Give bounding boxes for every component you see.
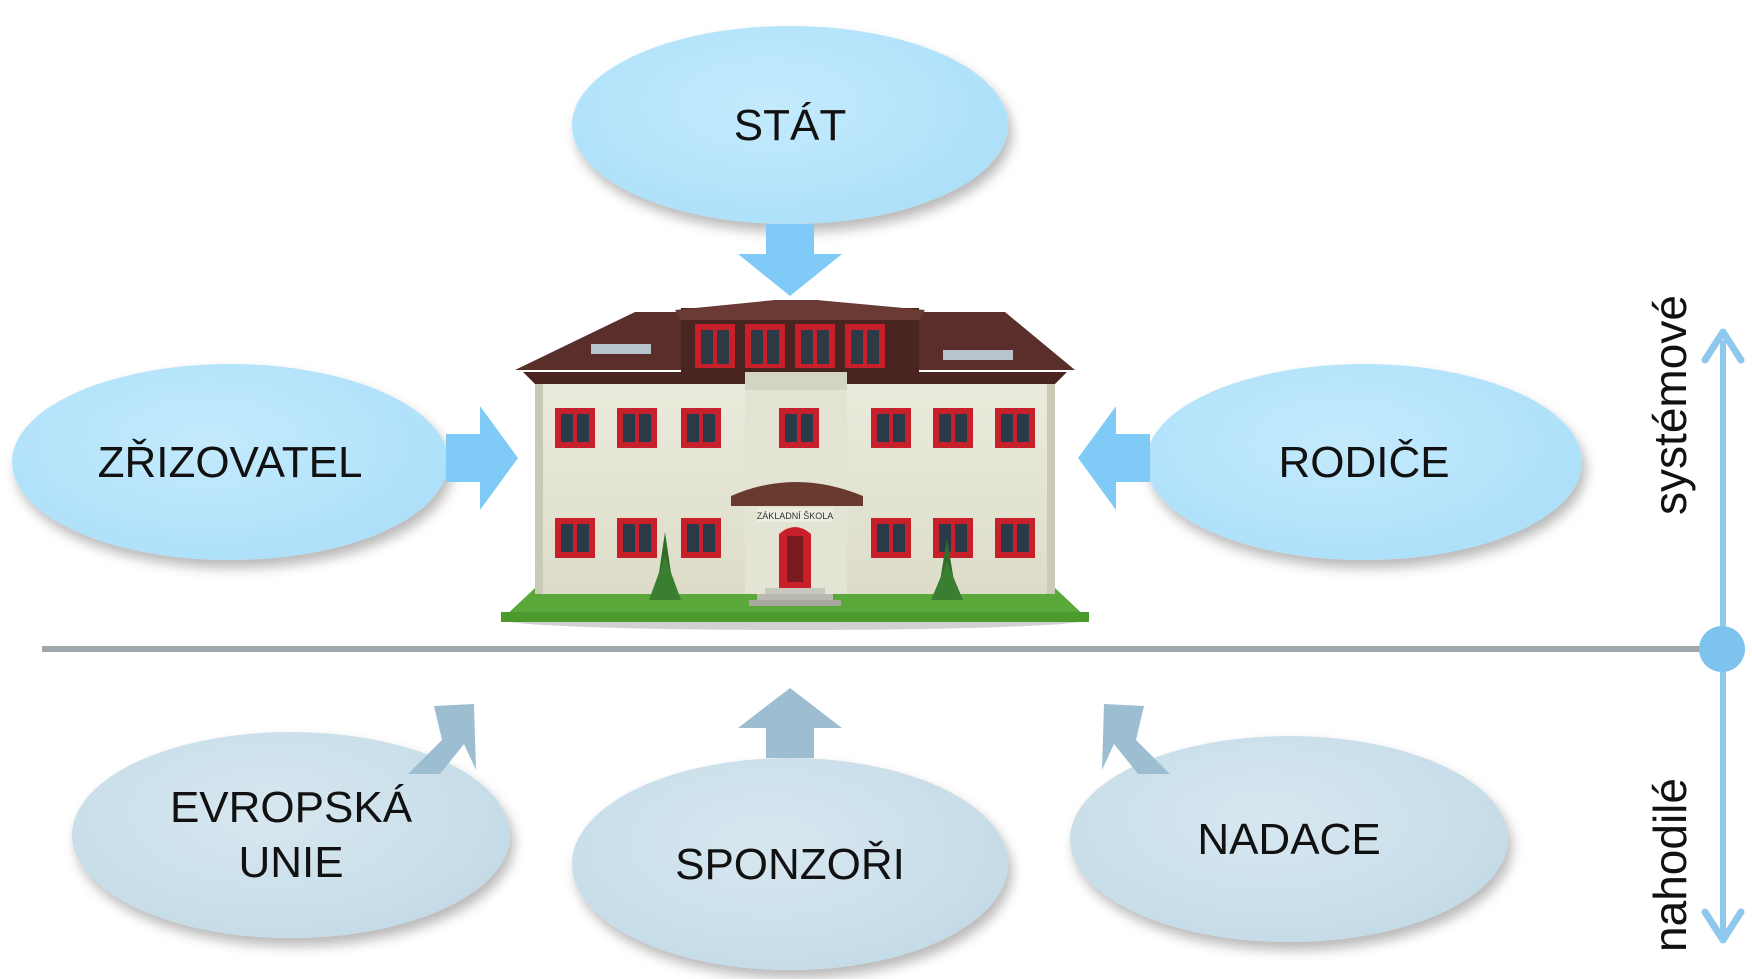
node-nadace-label: NADACE <box>1197 814 1381 864</box>
arrow-sponzori-up-icon <box>738 688 842 758</box>
axis-label-systemove: systémové <box>1644 295 1696 515</box>
arrow-eu-diagonal-icon <box>408 704 476 774</box>
node-evropska-unie-line2: UNIE <box>238 838 344 887</box>
node-sponzori-label: SPONZOŘI <box>675 839 905 889</box>
node-evropska-unie-label: EVROPSKÁ UNIE <box>170 780 412 890</box>
node-zrizovatel-label: ZŘIZOVATEL <box>97 437 363 487</box>
node-stat: STÁT <box>572 26 1008 224</box>
axis-label-nahodile: nahodilé <box>1644 778 1696 952</box>
divider-line <box>42 646 1722 652</box>
node-zrizovatel: ZŘIZOVATEL <box>12 364 448 560</box>
axis-node <box>1699 626 1745 672</box>
axis-arrow-down-icon <box>1701 908 1745 944</box>
school-building-image: ZÁKLADNÍ ŠKOLA <box>501 300 1089 630</box>
node-rodice-label: RODIČE <box>1278 437 1450 487</box>
node-stat-label: STÁT <box>733 100 847 150</box>
arrow-nadace-diagonal-icon <box>1102 704 1170 774</box>
node-rodice: RODIČE <box>1146 364 1582 560</box>
arrow-rodice-left-icon <box>1078 406 1150 510</box>
node-evropska-unie-line1: EVROPSKÁ <box>169 783 413 832</box>
school-sign: ZÁKLADNÍ ŠKOLA <box>757 511 834 521</box>
node-sponzori: SPONZOŘI <box>572 758 1008 970</box>
arrow-stat-down-icon <box>738 224 842 296</box>
arrow-zrizovatel-right-icon <box>446 406 518 510</box>
axis-arrow-up-icon <box>1701 328 1745 364</box>
